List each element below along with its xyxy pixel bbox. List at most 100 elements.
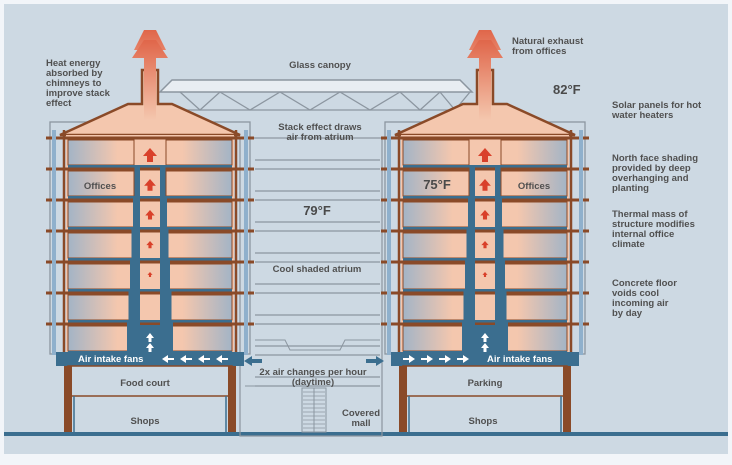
duct <box>495 291 507 322</box>
stack-arrow-icon <box>146 241 154 249</box>
stack-effect-line: air from atrium <box>286 132 353 143</box>
right-tower <box>381 30 589 432</box>
base-pier <box>228 366 236 432</box>
stack-arrow-icon <box>479 179 491 191</box>
exhaust-arrow-body <box>132 40 168 120</box>
office-floor-right <box>500 263 568 290</box>
heat-energy-line: effect <box>46 98 72 109</box>
air-intake-left-label: Air intake fans <box>78 354 143 365</box>
floor-slab <box>403 258 567 261</box>
air-intake-plenum <box>56 352 244 366</box>
fan-arrow-icon <box>457 355 469 363</box>
office-floor-right <box>500 170 568 197</box>
office-floor-left <box>67 232 135 259</box>
concrete-floor-line: by day <box>612 308 643 319</box>
cool-atrium-label: Cool shaded atrium <box>273 264 362 275</box>
thermal-mass-label: Thermal mass of structure modifies inter… <box>612 209 695 250</box>
intake-arrow-left-icon <box>244 356 262 366</box>
duct <box>160 167 166 198</box>
air-intake-right-label: Air intake fans <box>487 354 552 365</box>
base-pier <box>399 366 407 432</box>
concrete-floor-line: incoming air <box>612 298 669 309</box>
duct <box>495 167 501 198</box>
duct <box>133 198 140 229</box>
solar-panels-label: Solar panels for hot water heaters <box>611 100 702 121</box>
duct <box>469 167 475 198</box>
stack-arrow-icon <box>478 148 492 162</box>
stack-arrow-icon <box>144 179 156 191</box>
facade-glazing <box>579 130 583 355</box>
office-floor-left <box>402 325 470 352</box>
duct <box>127 322 140 353</box>
air-intake-plenum <box>391 352 579 366</box>
atrium-bridge <box>255 339 380 351</box>
office-floor-right <box>165 232 233 259</box>
office-floor-right <box>165 139 233 166</box>
stack-arrow-icon <box>143 148 157 162</box>
office-floor-left <box>67 139 135 166</box>
north-face-line: provided by deep <box>612 163 691 174</box>
floor-slab <box>403 165 567 168</box>
office-floor-right <box>165 325 233 352</box>
duct <box>130 260 140 291</box>
duct <box>463 291 475 322</box>
fan-arrow-icon <box>421 355 433 363</box>
office-floor-right <box>500 325 568 352</box>
offices-left-label: Offices <box>84 181 116 192</box>
facade-glazing <box>244 130 248 355</box>
air-changes-line: 2x air changes per hour <box>259 367 366 378</box>
floor-slab <box>68 227 232 230</box>
duct <box>131 229 140 260</box>
facade-glazing <box>52 130 56 355</box>
heat-energy-line: absorbed by <box>46 68 103 79</box>
concrete-floor-line: Concrete floor <box>612 278 677 289</box>
duct <box>495 198 502 229</box>
office-floor-left <box>402 201 470 228</box>
office-floor-right <box>165 201 233 228</box>
duct <box>160 322 173 353</box>
atrium <box>239 137 383 437</box>
office-floor-left <box>402 263 470 290</box>
food-court-label: Food court <box>120 378 170 389</box>
fan-arrow-icon <box>403 355 415 363</box>
stack-effect-label: Stack effect draws air from atrium <box>278 122 361 143</box>
intake-arrow-right-icon <box>366 356 384 366</box>
floor-slab <box>68 258 232 261</box>
shops-left-label: Shops <box>130 416 159 427</box>
office-floor-left <box>402 170 470 197</box>
office-floor-left <box>67 294 135 321</box>
floor-slab <box>403 196 567 199</box>
office-floor-right <box>500 232 568 259</box>
floor-slab <box>403 320 567 323</box>
floor-slab <box>68 320 232 323</box>
office-floor-right <box>165 294 233 321</box>
base-pier <box>64 366 72 432</box>
floor-slab <box>403 227 567 230</box>
duct <box>134 167 140 198</box>
stack-arrow-icon <box>147 272 153 278</box>
stack-arrow-icon <box>145 210 155 220</box>
covered-mall-line: Covered <box>342 408 380 419</box>
air-changes-label: 2x air changes per hour (daytime) <box>259 367 366 388</box>
glass-canopy <box>158 79 474 112</box>
duct <box>495 260 505 291</box>
office-floor-right <box>500 201 568 228</box>
duct <box>160 198 167 229</box>
fan-arrow-icon <box>439 355 451 363</box>
thermal-mass-line: Thermal mass of <box>612 209 688 220</box>
office-floor-left <box>402 232 470 259</box>
up-arrow-icon <box>146 333 154 342</box>
thermal-mass-line: structure modifies <box>612 219 695 230</box>
exhaust-arrow-body <box>467 40 503 120</box>
office-floor-right <box>165 170 233 197</box>
parking-label: Parking <box>468 378 503 389</box>
natural-exhaust-line: from offices <box>512 46 566 57</box>
concrete-floor-line: voids cool <box>612 288 659 299</box>
natural-exhaust-line: Natural exhaust <box>512 36 584 47</box>
floor-slab <box>68 289 232 292</box>
duct <box>128 291 140 322</box>
office-floor-left <box>402 294 470 321</box>
north-face-line: overhanging and <box>612 173 689 184</box>
duct <box>495 322 508 353</box>
